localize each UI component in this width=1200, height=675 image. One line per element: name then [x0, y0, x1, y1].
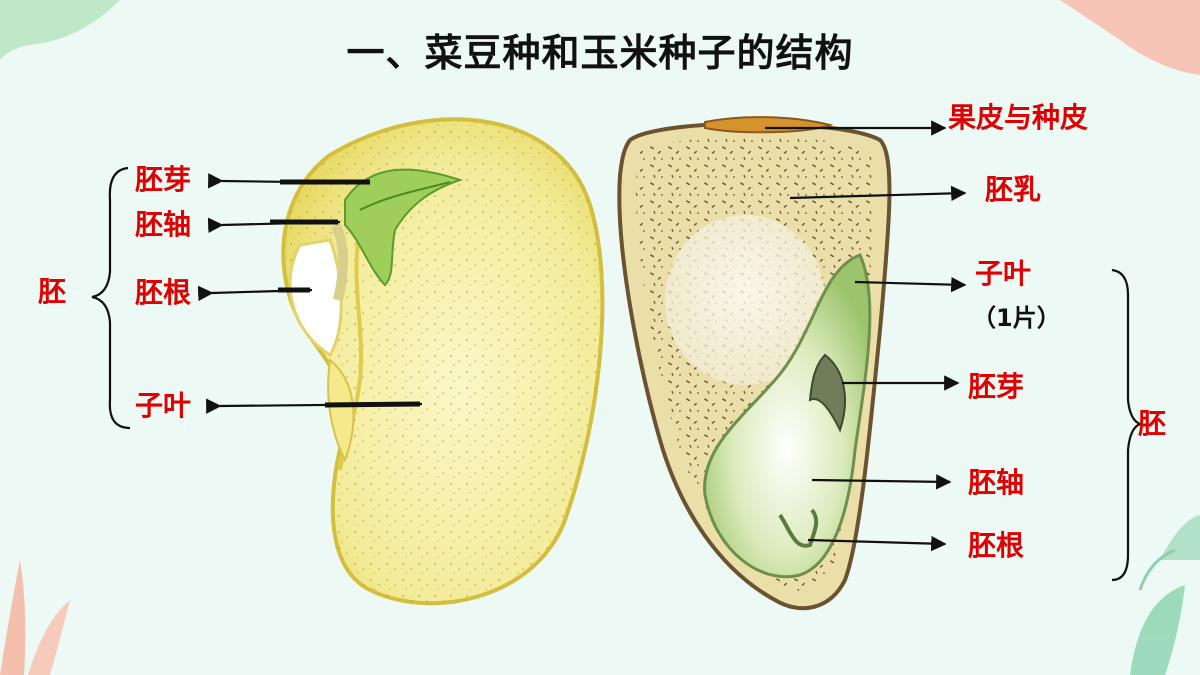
plant-decoration-bottom-left [0, 560, 70, 675]
bean-embryo-label: 胚 [38, 275, 67, 308]
corn-pericarp-seedcoat-label: 果皮与种皮 [948, 101, 1089, 134]
page-title: 一、菜豆种和玉米种子的结构 [346, 31, 854, 75]
corn-plumule-label: 胚芽 [968, 370, 1025, 403]
corn-cotyledon-label: 子叶 [975, 257, 1032, 290]
corn-endosperm-label: 胚乳 [985, 173, 1042, 206]
bean-embryo-brace [91, 166, 131, 430]
plant-decoration-bottom-right [1130, 515, 1200, 675]
bean-seed-illustration [281, 117, 605, 606]
corn-pointers [765, 120, 967, 552]
corner-decoration-top-right [1060, 0, 1200, 75]
bean-radicle-label: 胚根 [135, 276, 192, 309]
corn-embryo-brace [1111, 268, 1143, 582]
corn-embryo-label: 胚 [1138, 407, 1167, 440]
corner-decoration-top-left [0, 0, 120, 60]
bean-cotyledon-label: 子叶 [135, 389, 192, 422]
corn-hypocotyl-label: 胚轴 [968, 466, 1025, 499]
corn-radicle-label: 胚根 [968, 529, 1025, 562]
bean-pointer-bars [270, 179, 421, 408]
corn-kernel-illustration [617, 116, 892, 611]
bean-hypocotyl-label: 胚轴 [135, 208, 192, 241]
corn-cotyledon-count: （1片） [972, 304, 1061, 332]
bean-plumule-label: 胚芽 [135, 163, 192, 196]
